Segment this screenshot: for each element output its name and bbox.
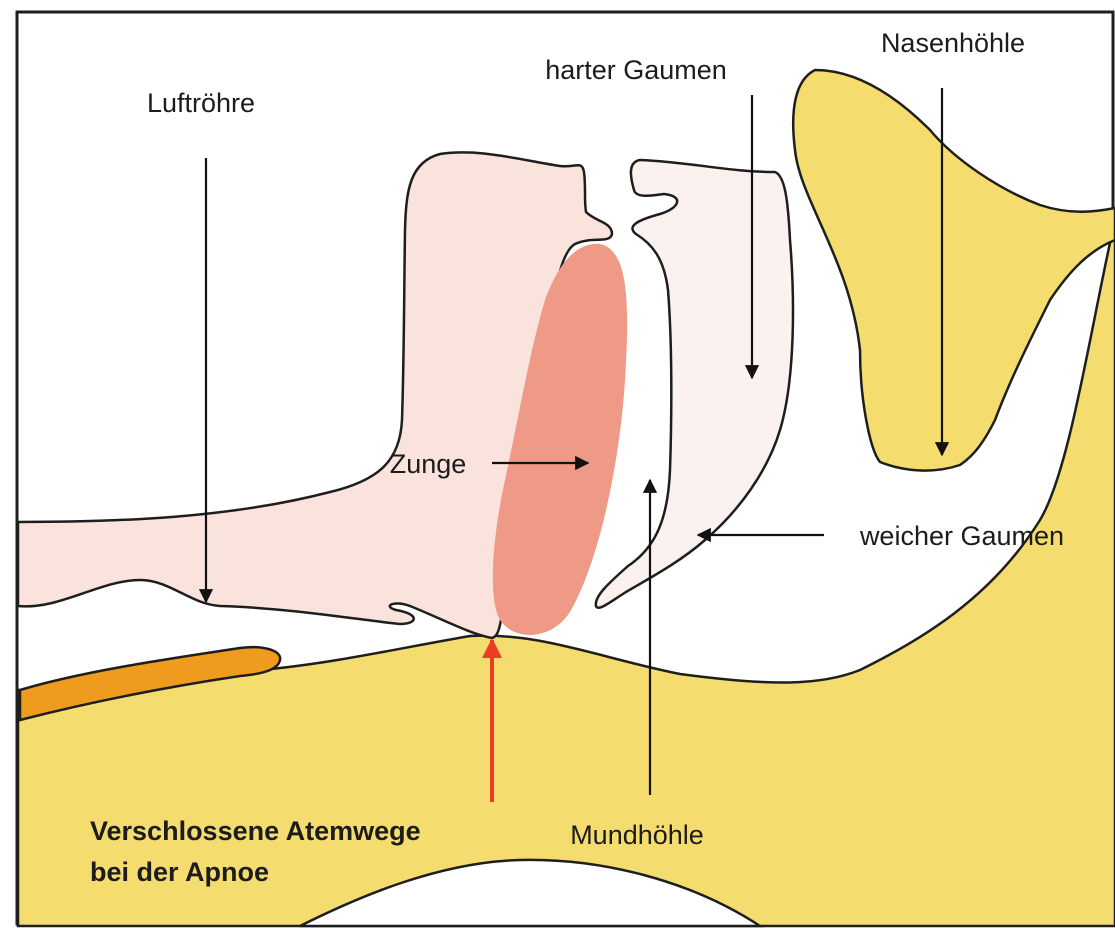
label-weicher-gaumen: weicher Gaumen bbox=[859, 521, 1064, 551]
caption-line-1: Verschlossene Atemwege bbox=[90, 816, 421, 846]
label-harter-gaumen: harter Gaumen bbox=[545, 55, 727, 85]
label-luftroehre: Luftröhre bbox=[147, 88, 255, 118]
label-zunge: Zunge bbox=[390, 449, 467, 479]
label-nasenhoehle: Nasenhöhle bbox=[881, 28, 1025, 58]
caption-line-2: bei der Apnoe bbox=[90, 857, 269, 887]
label-mundhoehle: Mundhöhle bbox=[570, 820, 704, 850]
